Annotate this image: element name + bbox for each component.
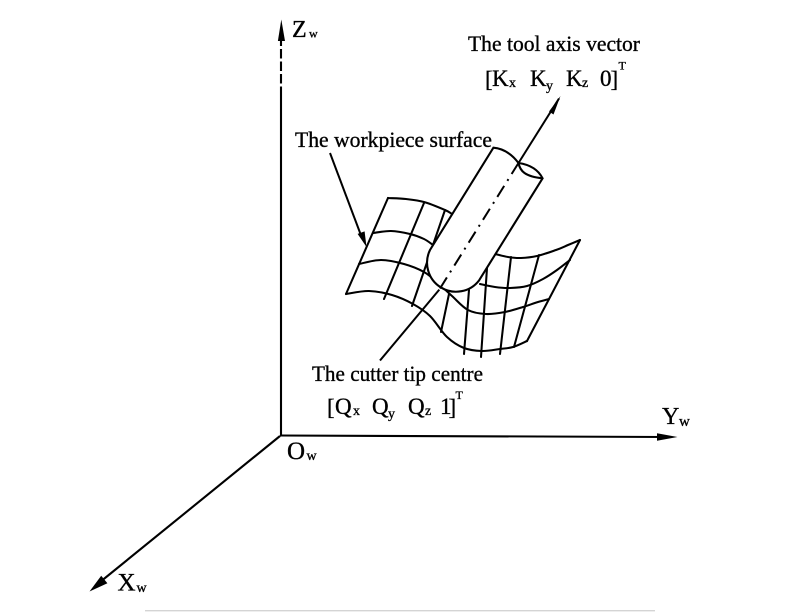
svg-text:[: [: [327, 395, 335, 420]
svg-text:K: K: [530, 66, 547, 91]
svg-text:Q: Q: [335, 394, 352, 419]
svg-text:The cutter tip centre: The cutter tip centre: [312, 361, 483, 386]
svg-text:T: T: [619, 59, 627, 73]
svg-text:The workpiece surface: The workpiece surface: [295, 127, 492, 152]
svg-text:X: X: [118, 570, 136, 597]
svg-text:Z: Z: [292, 17, 307, 43]
svg-text:Q: Q: [408, 394, 425, 419]
svg-text:y: y: [388, 407, 395, 422]
svg-text:]: ]: [449, 395, 457, 420]
svg-text:K: K: [492, 66, 509, 91]
svg-text:w: w: [307, 449, 318, 464]
svg-text:y: y: [546, 79, 553, 94]
svg-text:w: w: [137, 581, 148, 596]
svg-text:x: x: [353, 404, 360, 419]
svg-text:The tool axis vector: The tool axis vector: [468, 31, 641, 56]
svg-text:T: T: [456, 388, 464, 402]
svg-text:Y: Y: [662, 404, 679, 430]
svg-text:w: w: [679, 414, 690, 430]
svg-text:]: ]: [611, 67, 619, 92]
svg-text:z: z: [425, 404, 431, 419]
svg-text:0: 0: [600, 66, 612, 91]
svg-text:K: K: [566, 66, 583, 91]
svg-text:O: O: [287, 438, 305, 465]
svg-text:Q: Q: [372, 394, 389, 419]
svg-text:x: x: [509, 76, 516, 91]
svg-text:w: w: [309, 27, 318, 41]
svg-text:z: z: [582, 76, 588, 91]
svg-text:1: 1: [440, 394, 452, 419]
svg-text:[: [: [485, 67, 493, 92]
